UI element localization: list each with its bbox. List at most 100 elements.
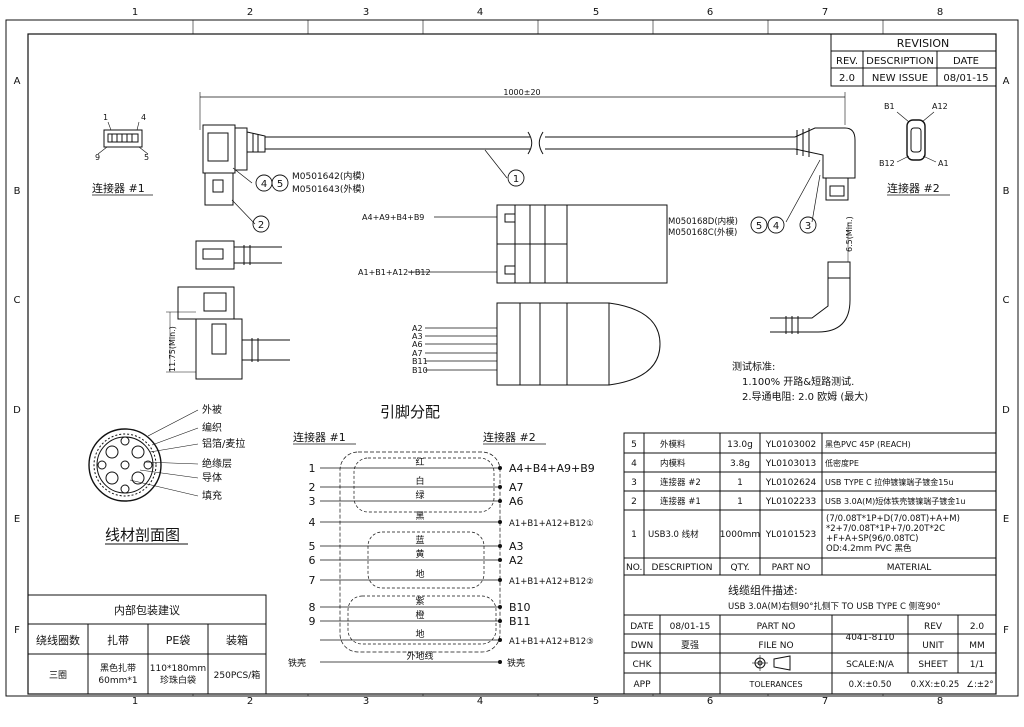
pair-shield-2: [347, 595, 497, 645]
pinout-right-2: A6: [509, 495, 524, 508]
callout-4b: 4: [773, 221, 779, 232]
packing-header-1: 扎带: [107, 633, 129, 647]
bom-no-4: 4: [631, 459, 637, 469]
tb-tolerances-label: TOLERANCES: [748, 680, 802, 689]
frame-row-left-3: D: [13, 405, 21, 416]
pinout-left-pin-7: 7: [309, 574, 316, 587]
callout-5b: 5: [756, 221, 762, 232]
frame-col-bottom-2: 2: [247, 696, 253, 707]
tb-tolerance-3: ∠:±2°: [966, 680, 993, 690]
bom-desc-3: 连接器 #2: [660, 477, 701, 488]
connector2-label: 连接器 #2: [887, 182, 940, 195]
xsec-label-braid: 编织: [202, 421, 222, 434]
bom-qty-1: 1000mm: [720, 530, 760, 540]
shield-right-label: 铁壳: [507, 657, 525, 669]
pinout-left-pin-6: 6: [309, 554, 316, 567]
pinout-wire-color-3: 黑: [415, 511, 424, 522]
packing-header-2: PE袋: [166, 633, 191, 647]
connector1-face: [97, 121, 149, 155]
bom-desc-5: 外模料: [660, 439, 686, 450]
bom-no-2: 2: [631, 497, 637, 507]
bom-desc-1: USB3.0 线材: [648, 529, 699, 540]
tb-part-no-label: PART NO: [757, 622, 796, 632]
tb-dwn-label: DWN: [631, 641, 654, 651]
frame-col-bottom-8: 8: [937, 696, 943, 707]
callout-4a: 4: [261, 179, 267, 190]
xsec-label-conductor: 导体: [202, 472, 222, 484]
connector2-side-view: [770, 222, 851, 334]
pinout-left-pin-4: 4: [309, 516, 316, 529]
shield-wire-label: 外地线: [406, 650, 433, 662]
tb-rev-value: 2.0: [970, 622, 985, 632]
frame-col-top-4: 4: [477, 7, 483, 18]
connector2-pin-a12: A12: [932, 102, 948, 111]
frame-col-bottom-4: 4: [477, 696, 483, 707]
revision-date-value: 08/01-15: [943, 73, 988, 84]
bom-no-3: 3: [631, 478, 637, 488]
frame-col-bottom-3: 3: [363, 696, 369, 707]
pinout-right-3: A1+B1+A12+B12①: [509, 519, 594, 529]
bom-desc-4: 内模料: [660, 458, 686, 469]
frame-col-top-5: 5: [593, 7, 599, 18]
xsec-label-foil: 铝箔/麦拉: [202, 437, 245, 450]
pinout-wire-color-1: 白: [415, 475, 424, 487]
bom-part-4: YL0103013: [765, 459, 817, 469]
tb-app-label: APP: [633, 680, 651, 690]
bom-header-part-no: PART NO: [772, 563, 811, 573]
tb-chk-label: CHK: [633, 660, 653, 670]
bom-table-grid: [623, 432, 997, 576]
pinout-title: 引脚分配: [380, 403, 440, 421]
mold-outer-1: M0501643(外模): [292, 183, 365, 195]
frame-row-right-5: F: [1003, 625, 1009, 636]
assembly-title: 线缆组件描述:: [728, 583, 798, 597]
revision-header-date: DATE: [953, 56, 979, 67]
pinout-wire-color-7: 紫: [415, 596, 424, 607]
pinout-right-7: B10: [509, 601, 531, 614]
pinout-wire-color-6: 地: [415, 568, 424, 580]
pinout-left-pin-2: 2: [309, 481, 316, 494]
pinout-left-pin-5: 5: [309, 540, 316, 553]
tb-date-value: 08/01-15: [670, 622, 711, 632]
connector2-pin-b12: B12: [879, 159, 895, 168]
frame-col-top-7: 7: [822, 7, 828, 18]
packing-title: 内部包装建议: [114, 603, 180, 617]
pinout-right-4: A3: [509, 540, 524, 553]
pinout-left-pin-9: 9: [309, 615, 316, 628]
bom-part-2: YL0102233: [765, 497, 817, 507]
plug-pin-a2: A2: [412, 324, 423, 333]
tb-file-no-label: FILE NO: [758, 641, 793, 651]
pinout-wire-color-5: 黄: [415, 548, 424, 560]
test-standard-line-1: 1.100% 开路&短路测试.: [742, 375, 854, 388]
frame-col-top-2: 2: [247, 7, 253, 18]
bom-qty-5: 13.0g: [727, 440, 753, 450]
revision-block: REVISION REV. DESCRIPTION DATE 2.0 NEW I…: [830, 33, 997, 87]
cross-section-title: 线材剖面图: [105, 526, 180, 544]
tb-tolerance-1: 0.X:±0.50: [849, 680, 892, 690]
pinout-wire-color-0: 红: [415, 456, 424, 468]
frame-col-top-8: 8: [937, 7, 943, 18]
pinout-wire-color-4: 蓝: [415, 534, 424, 546]
frame-row-right-4: E: [1003, 514, 1009, 525]
frame-col-top-3: 3: [363, 7, 369, 18]
frame-row-right-0: A: [1003, 76, 1010, 87]
pinout-right-6: A1+B1+A12+B12②: [509, 577, 594, 587]
min-height-connector1: 11.75(Min.): [168, 326, 177, 372]
plug-pin-leaders: [408, 216, 497, 371]
bom-header-qty: QTY.: [730, 563, 749, 573]
bom-no-5: 5: [631, 440, 637, 450]
connector1-side-views: [166, 240, 290, 380]
pinout-right-header: 连接器 #2: [483, 431, 536, 444]
tb-date-label: DATE: [630, 622, 654, 632]
tb-scale-label: SCALE:N/A: [846, 660, 895, 670]
frame-row-right-2: C: [1003, 295, 1010, 306]
pinout-right-9: A1+B1+A12+B12③: [509, 637, 594, 647]
frame-col-bottom-1: 1: [132, 696, 138, 707]
revision-title: REVISION: [897, 37, 949, 50]
bom-header-material: MATERIAL: [887, 563, 932, 573]
